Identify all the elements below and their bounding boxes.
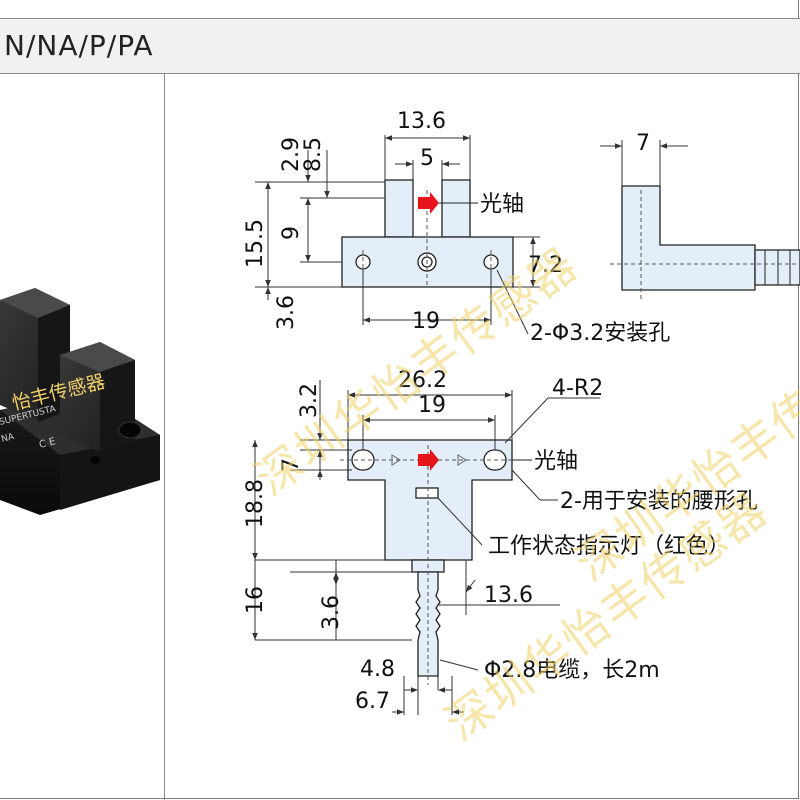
column-divider [164, 74, 165, 800]
optical-axis-arrow-top [418, 192, 439, 214]
bottom-cable-label: Φ2.8电缆，长2m [484, 658, 660, 683]
dim-top-8-5: 8.5 [301, 137, 326, 172]
dim-bottom-4-8: 4.8 [360, 657, 395, 682]
dim-top-2-9: 2.9 [279, 137, 304, 172]
dim-bottom-16: 16 [243, 586, 268, 614]
dim-bottom-13-6: 13.6 [484, 583, 533, 608]
dim-top-19: 19 [412, 309, 440, 334]
dim-bottom-3-2: 3.2 [297, 383, 322, 418]
dim-top-3-6: 3.6 [274, 295, 299, 330]
dim-bottom-18-8: 18.8 [243, 479, 268, 528]
dim-bottom-7: 7 [279, 458, 304, 472]
dim-bottom-3-6: 3.6 [319, 595, 344, 630]
dim-top-5: 5 [420, 146, 434, 171]
dim-top-15-5: 15.5 [243, 219, 268, 268]
sensor-photo: 怡丰传感器 SUPERTUSTA NA C E [0, 288, 160, 515]
page-title: N/NA/P/PA [4, 29, 154, 62]
dim-top-7-2: 7.2 [528, 253, 563, 278]
side-view [621, 185, 800, 291]
dim-bottom-19: 19 [418, 393, 446, 418]
bottom-optical-axis-label: 光轴 [534, 449, 578, 474]
photo-model: NA [0, 432, 16, 445]
optical-axis-arrow-bottom [418, 449, 439, 471]
dim-top-13-6: 13.6 [397, 109, 446, 134]
bottom-slots-label: 2-用于安装的腰形孔 [560, 489, 758, 514]
dim-bottom-6-7: 6.7 [355, 689, 390, 714]
svg-text:C E: C E [38, 436, 57, 451]
dim-top-9: 9 [279, 226, 304, 240]
dim-bottom-26-2: 26.2 [398, 368, 447, 393]
header-bar: N/NA/P/PA [0, 18, 800, 74]
dim-bottom-r2: 4-R2 [552, 376, 603, 401]
bottom-indicator-label: 工作状态指示灯（红色） [488, 534, 730, 559]
bottom-view [347, 439, 513, 677]
dim-side-7: 7 [636, 131, 650, 156]
top-holes-label: 2-Φ3.2安装孔 [530, 321, 670, 346]
top-optical-axis-label: 光轴 [480, 192, 524, 217]
